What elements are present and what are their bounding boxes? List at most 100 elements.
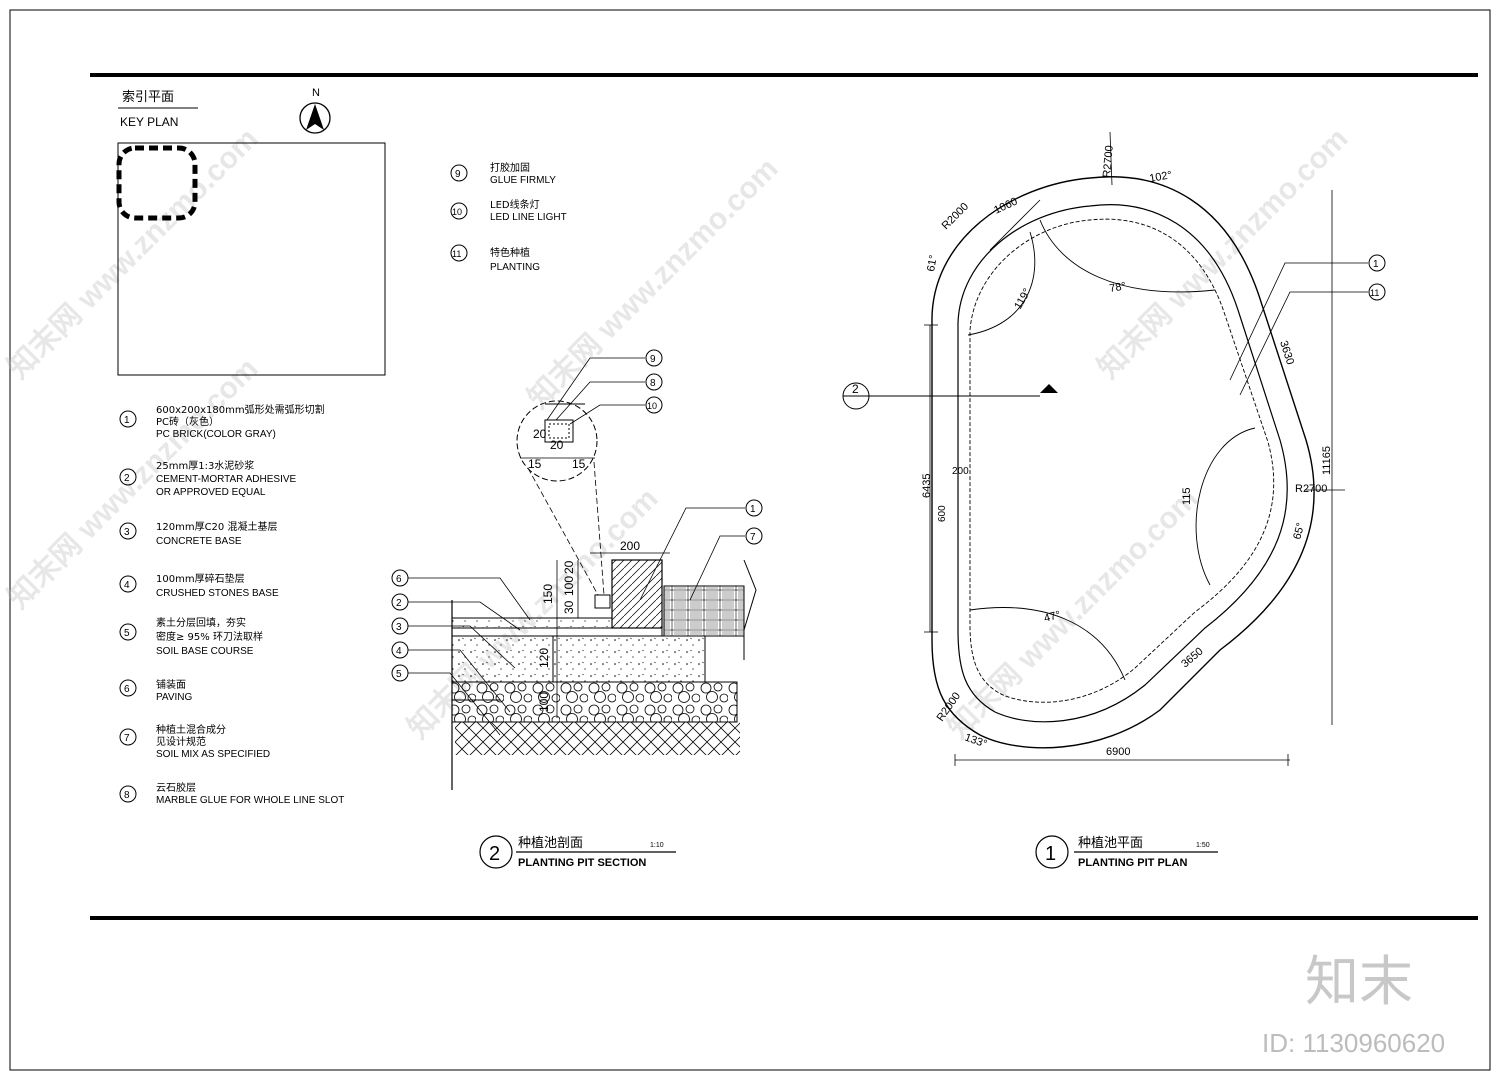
outer-frame <box>9 9 1491 1071</box>
legend-item-7: 7 种植土混合成分 见设计规范 SOIL MIX AS SPECIFIED <box>119 723 270 760</box>
svg-text:20: 20 <box>562 560 576 574</box>
brand-logo: 知末 <box>1305 950 1413 1013</box>
svg-text:密度≥ 95% 环刀法取样: 密度≥ 95% 环刀法取样 <box>156 630 263 643</box>
legend-item-5: 5 素土分层回填，夯实 密度≥ 95% 环刀法取样 SOIL BASE COUR… <box>119 616 263 657</box>
svg-text:100: 100 <box>537 692 551 712</box>
svg-text:2: 2 <box>396 598 402 609</box>
svg-text:N: N <box>312 87 320 99</box>
svg-text:1060: 1060 <box>992 195 1019 216</box>
legend-item-4: 4 100mm厚碎石垫层 CRUSHED STONES BASE <box>119 572 279 599</box>
svg-text:4: 4 <box>124 580 130 591</box>
svg-text:2: 2 <box>489 843 500 865</box>
svg-text:1: 1 <box>1045 843 1056 865</box>
svg-text:10: 10 <box>452 207 462 217</box>
svg-text:R2700: R2700 <box>1295 483 1327 495</box>
svg-text:11: 11 <box>452 249 461 259</box>
svg-text:1:50: 1:50 <box>1196 842 1210 849</box>
svg-text:8: 8 <box>650 378 656 389</box>
svg-text:种植池平面: 种植池平面 <box>1078 836 1143 851</box>
svg-text:云石胶层: 云石胶层 <box>156 781 196 794</box>
svg-text:200: 200 <box>952 466 969 477</box>
svg-text:4: 4 <box>396 646 402 657</box>
svg-text:100mm厚碎石垫层: 100mm厚碎石垫层 <box>156 572 245 585</box>
svg-text:知末网 www.znzmo.com: 知末网 www.znzmo.com <box>522 152 785 415</box>
svg-text:见设计规范: 见设计规范 <box>156 735 206 748</box>
svg-text:SOIL MIX AS SPECIFIED: SOIL MIX AS SPECIFIED <box>156 749 270 760</box>
key-plan: 索引平面 KEY PLAN N <box>116 87 386 376</box>
svg-text:5: 5 <box>124 628 130 639</box>
brand-id: ID: 1130960620 <box>1262 1028 1445 1058</box>
legend-left: 1 600x200x180mm弧形处需弧形切割 PC砖（灰色） PC BRICK… <box>119 403 344 806</box>
svg-text:2: 2 <box>852 382 859 396</box>
svg-text:11: 11 <box>1370 288 1379 298</box>
key-plan-title-cn: 索引平面 <box>122 90 174 105</box>
svg-text:100: 100 <box>562 576 576 596</box>
svg-text:MARBLE GLUE FOR WHOLE LINE SLO: MARBLE GLUE FOR WHOLE LINE SLOT <box>156 795 344 806</box>
svg-text:1:10: 1:10 <box>650 842 664 849</box>
svg-text:600: 600 <box>937 505 948 522</box>
svg-text:115: 115 <box>1181 487 1193 505</box>
svg-text:133°: 133° <box>963 732 988 751</box>
svg-text:7: 7 <box>750 532 756 543</box>
svg-text:3: 3 <box>396 622 402 633</box>
svg-text:1: 1 <box>1373 259 1379 270</box>
legend-item-8: 8 云石胶层 MARBLE GLUE FOR WHOLE LINE SLOT <box>119 781 344 806</box>
svg-text:65°: 65° <box>1291 522 1307 541</box>
svg-text:200: 200 <box>620 539 640 553</box>
plan-title: 1 种植池平面 1:50 PLANTING PIT PLAN <box>1035 835 1218 869</box>
legend-mid: 9 打胶加固 GLUE FIRMLY 10 LED线条灯 LED LINE LI… <box>450 161 567 273</box>
section-drawing: 20 20 15 15 9 8 10 200 150 20 100 <box>391 349 763 869</box>
svg-text:1: 1 <box>124 415 130 426</box>
pit-planting-edge <box>969 218 1275 703</box>
svg-text:LED线条灯: LED线条灯 <box>490 198 540 211</box>
svg-text:78°: 78° <box>1108 280 1126 295</box>
svg-text:知末网 www.znzmo.com: 知末网 www.znzmo.com <box>1092 122 1355 385</box>
svg-text:25mm厚1:3水泥砂浆: 25mm厚1:3水泥砂浆 <box>156 459 254 472</box>
north-arrow-icon: N <box>299 87 331 134</box>
pc-brick-curb <box>611 559 663 629</box>
svg-text:R2000: R2000 <box>940 201 971 232</box>
svg-text:打胶加固: 打胶加固 <box>490 161 530 174</box>
legend-item-6: 6 铺装面 PAVING <box>119 678 193 703</box>
svg-text:150: 150 <box>541 584 555 604</box>
svg-text:特色种植: 特色种植 <box>490 246 530 259</box>
svg-text:SOIL BASE COURSE: SOIL BASE COURSE <box>156 646 254 657</box>
svg-text:600x200x180mm弧形处需弧形切割: 600x200x180mm弧形处需弧形切割 <box>156 403 325 416</box>
svg-text:PLANTING PIT PLAN: PLANTING PIT PLAN <box>1078 857 1187 869</box>
pit-inner-outline <box>957 204 1288 723</box>
svg-text:20: 20 <box>550 438 564 452</box>
svg-text:15: 15 <box>528 457 542 471</box>
section-title: 2 种植池剖面 1:10 PLANTING PIT SECTION <box>479 835 676 869</box>
svg-text:10: 10 <box>647 401 657 411</box>
detail-circle <box>516 400 598 482</box>
svg-text:102°: 102° <box>1148 169 1173 185</box>
planting-soil <box>663 585 745 637</box>
svg-text:PLANTING: PLANTING <box>490 262 540 273</box>
svg-text:GLUE FIRMLY: GLUE FIRMLY <box>490 175 556 186</box>
svg-text:3: 3 <box>124 527 130 538</box>
svg-text:PAVING: PAVING <box>156 692 193 703</box>
key-plan-highlight <box>116 145 198 221</box>
svg-text:6900: 6900 <box>1106 746 1130 758</box>
pit-outer-outline <box>931 176 1315 749</box>
svg-text:PC BRICK(COLOR GRAY): PC BRICK(COLOR GRAY) <box>156 429 276 440</box>
svg-text:种植池剖面: 种植池剖面 <box>518 836 583 851</box>
legend-item-11: 11 特色种植 PLANTING <box>450 244 540 273</box>
svg-text:1: 1 <box>750 504 756 515</box>
svg-text:6: 6 <box>396 574 402 585</box>
svg-text:6435: 6435 <box>921 474 933 498</box>
svg-text:119°: 119° <box>1012 287 1033 312</box>
svg-text:9: 9 <box>455 169 461 180</box>
svg-text:铺装面: 铺装面 <box>156 678 186 691</box>
svg-text:知末网 www.znzmo.com: 知末网 www.znzmo.com <box>2 122 265 385</box>
svg-text:9: 9 <box>650 354 656 365</box>
svg-text:5: 5 <box>396 669 402 680</box>
svg-text:CONCRETE BASE: CONCRETE BASE <box>156 536 242 547</box>
legend-item-9: 9 打胶加固 GLUE FIRMLY <box>450 161 556 186</box>
svg-text:PC砖（灰色）: PC砖（灰色） <box>156 415 219 428</box>
led-slot <box>594 594 611 609</box>
legend-item-10: 10 LED线条灯 LED LINE LIGHT <box>450 198 567 223</box>
svg-text:120: 120 <box>537 648 551 668</box>
svg-text:30: 30 <box>562 600 576 614</box>
